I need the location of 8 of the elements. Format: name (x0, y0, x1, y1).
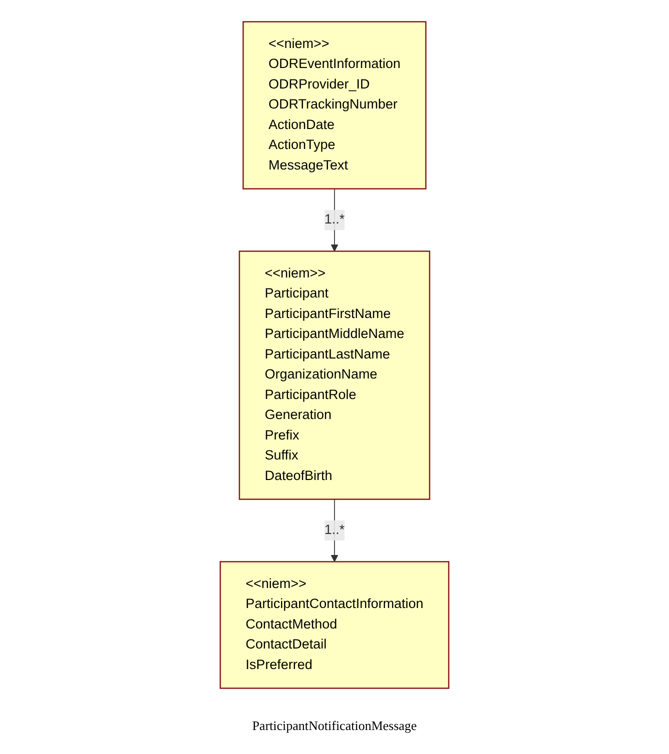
arrow (330, 188, 338, 252)
arrow (330, 498, 338, 562)
diagram-caption: ParticipantNotificationMessage (252, 718, 417, 734)
edge-label: 1..* (324, 522, 345, 538)
node-box: <<niem>> Participant ParticipantFirstName ParticipantMiddleName ParticipantLastName OrganizationName ParticipantRole Generation Prefix Suffix DateofBirth (238, 250, 430, 500)
node-box: <<niem>> ParticipantContactInformation ContactMethod ContactDetail IsPreferred (220, 561, 450, 689)
edge-label: 1..* (324, 212, 345, 227)
node-box: <<niem>> ODREventInformation ODRProvider_ID ODRTrackingNumber ActionDate ActionType MessageText (242, 21, 426, 190)
